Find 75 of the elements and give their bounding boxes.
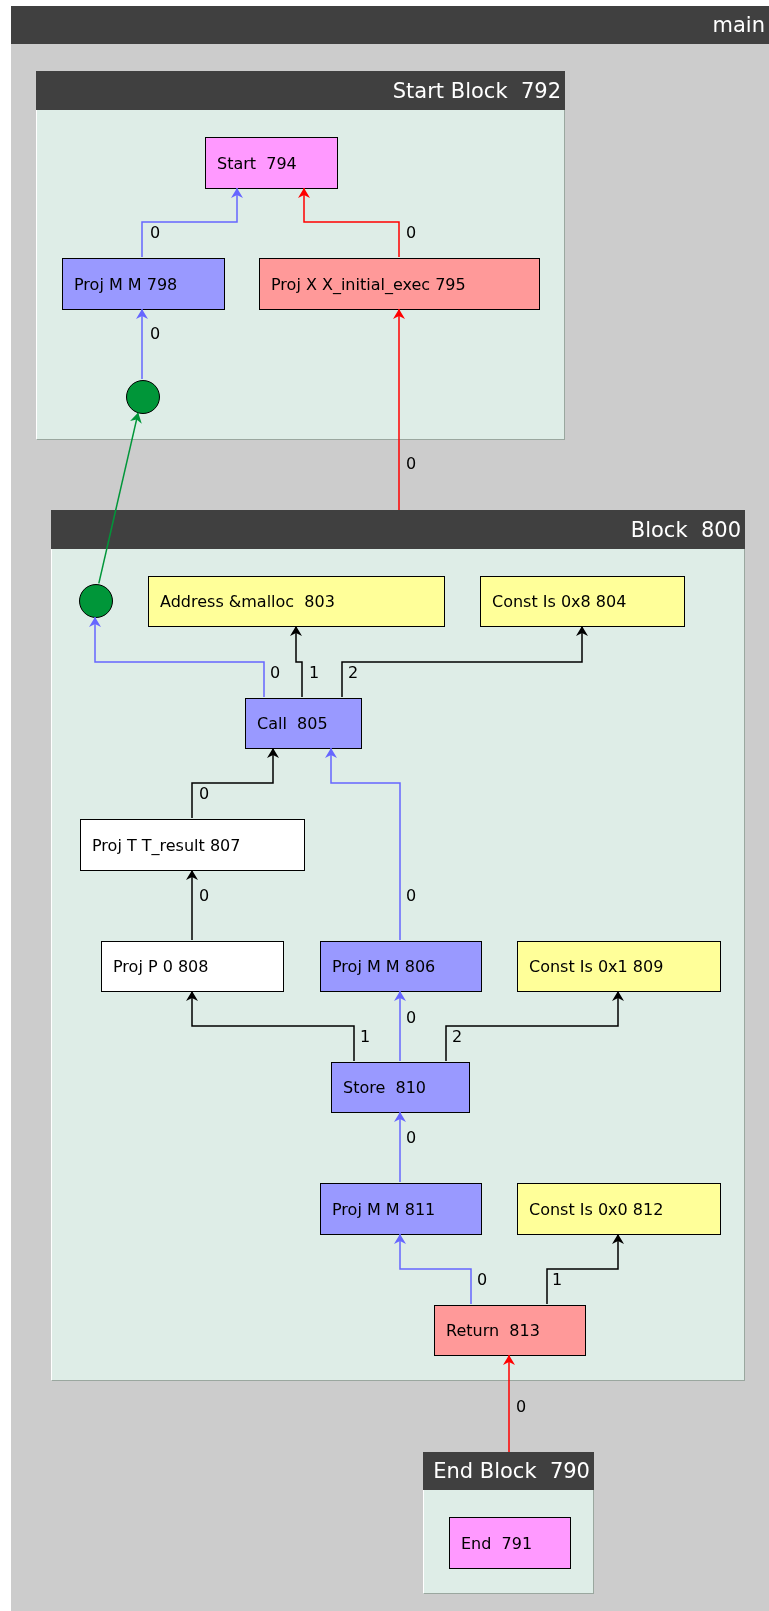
edge-label: 0 [516, 1397, 527, 1417]
node-label: Store 810 [343, 1078, 426, 1097]
ir-node-box [320, 1183, 482, 1235]
arrow [546, 1233, 624, 1305]
arrow [141, 187, 243, 258]
arrow [186, 869, 198, 941]
ir-node-box [449, 1517, 571, 1569]
arrow [186, 990, 355, 1062]
ir-node-box [517, 941, 721, 992]
node-label: End 791 [461, 1533, 533, 1553]
edge-label: 2 [348, 663, 359, 683]
arrow [191, 747, 279, 819]
block-title: End Block 790 [433, 1459, 590, 1483]
block-title: Start Block 792 [392, 78, 561, 103]
edge-label: 0 [406, 1008, 417, 1028]
circle-node [79, 584, 113, 618]
node-label: Call 805 [257, 714, 328, 733]
arrow [136, 308, 148, 380]
ir-node-box [320, 941, 482, 992]
edge-label: 1 [360, 1027, 371, 1047]
ir-node-box [101, 941, 284, 992]
edge-label: 0 [150, 324, 161, 344]
node-label: Const Is 0x0 812 [529, 1199, 664, 1219]
node-label: Proj P 0 808 [113, 957, 209, 976]
arrow [393, 308, 405, 511]
edge-label: 1 [552, 1270, 563, 1290]
edge-label: 0 [406, 886, 417, 906]
node-label: Proj X X_initial_exec 795 [271, 274, 466, 294]
node-label: Proj M M 798 [74, 274, 178, 294]
edge-label: 0 [406, 1128, 417, 1148]
edge-label: 0 [199, 886, 210, 906]
block-panel [51, 510, 745, 1381]
edge-label: 0 [270, 663, 281, 683]
node-label: Proj M M 806 [332, 957, 436, 976]
ir-node-box [259, 258, 540, 310]
ir-node-box [480, 576, 685, 627]
block-title: Block 800 [630, 517, 741, 542]
edge-label: 0 [150, 223, 161, 243]
edge-label: 0 [406, 223, 417, 243]
edge-label: 1 [309, 663, 320, 683]
edge-label: 0 [406, 454, 417, 474]
arrow [325, 747, 401, 941]
ir-node-box [205, 137, 338, 189]
arrow [503, 1354, 515, 1453]
node-label: Proj T T_result 807 [92, 835, 241, 855]
ir-node-box [434, 1305, 586, 1356]
ir-node-box [517, 1183, 721, 1235]
arrow [98, 411, 142, 585]
node-label: Proj M M 811 [332, 1199, 436, 1219]
arrow [298, 187, 400, 258]
arrow [445, 990, 624, 1062]
node-label: Const Is 0x8 804 [492, 592, 627, 611]
block-panel [36, 71, 565, 440]
ir-node-box [62, 258, 225, 310]
node-label: Start 794 [217, 153, 297, 173]
ir-node-box [80, 819, 305, 871]
arrow [394, 1111, 406, 1183]
ir-node-box [148, 576, 445, 627]
edge-label: 0 [477, 1270, 488, 1290]
ir-node-box [245, 698, 362, 749]
block-panel [423, 1452, 594, 1594]
node-label: Return 813 [446, 1321, 540, 1340]
arrow [89, 616, 265, 698]
ir-node-box [331, 1062, 470, 1113]
arrow [394, 990, 406, 1062]
circle-node [126, 380, 160, 414]
node-label: Address &malloc 803 [160, 592, 335, 611]
node-label: Const Is 0x1 809 [529, 957, 664, 976]
edge-label: 2 [452, 1027, 463, 1047]
edge-label: 0 [199, 784, 210, 804]
arrow [341, 625, 588, 698]
arrow [394, 1233, 472, 1305]
arrow [290, 625, 303, 698]
block-panel [11, 6, 769, 1611]
block-title: main [712, 13, 765, 37]
